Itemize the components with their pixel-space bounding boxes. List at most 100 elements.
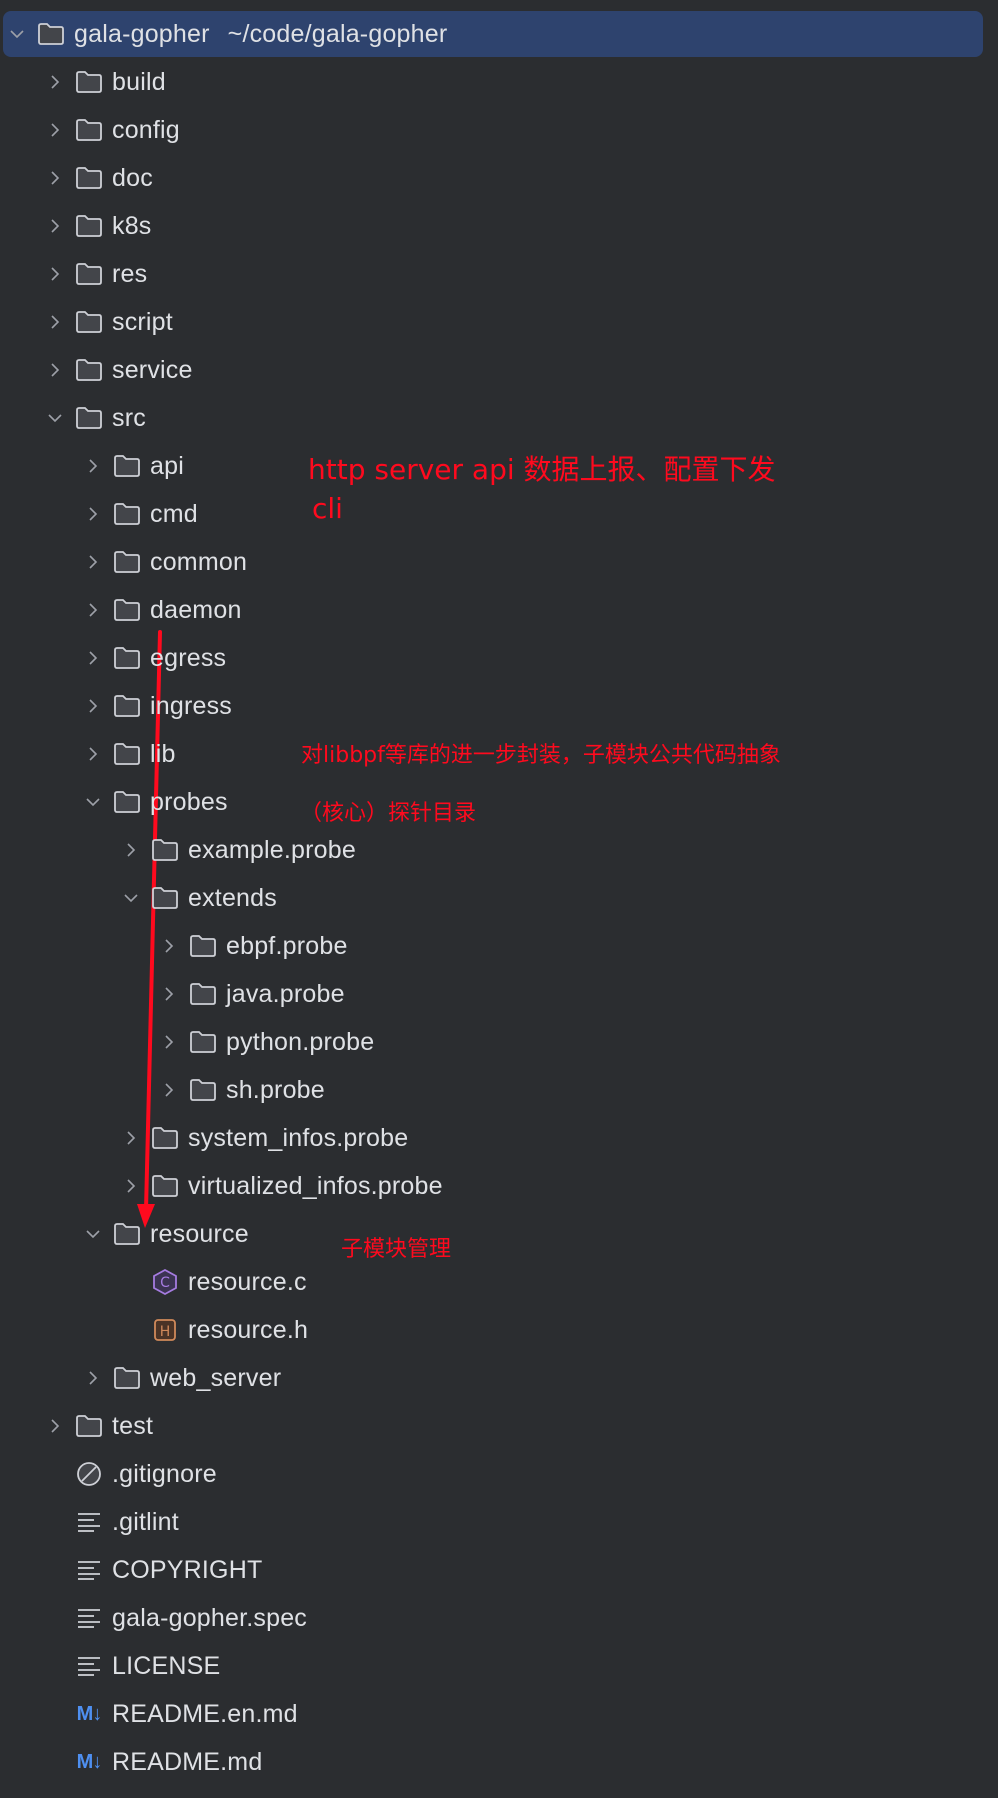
tree-row-readme-en-md[interactable]: M↓README.en.md [0,1690,998,1738]
folder-icon [113,693,141,719]
folder-icon [113,1221,141,1247]
tree-row-service[interactable]: service [0,346,998,394]
tree-row-script[interactable]: script [0,298,998,346]
tree-row-readme-md[interactable]: M↓README.md [0,1738,998,1786]
chevron-right-icon[interactable] [83,600,103,620]
tree-item-label: resource.h [188,1315,309,1344]
chevron-down-icon[interactable] [45,408,65,428]
chevron-right-icon[interactable] [45,216,65,236]
tree-row-res[interactable]: res [0,250,998,298]
tree-row-config[interactable]: config [0,106,998,154]
chevron-right-icon[interactable] [159,936,179,956]
tree-row-ebpf-probe[interactable]: ebpf.probe [0,922,998,970]
folder-icon [75,165,103,191]
tree-row-system-infos-probe[interactable]: system_infos.probe [0,1114,998,1162]
chevron-right-icon[interactable] [121,840,141,860]
chevron-right-icon[interactable] [159,984,179,1004]
folder-icon [113,645,141,671]
tree-item-label: probes [150,787,228,816]
tree-row-python-probe[interactable]: python.probe [0,1018,998,1066]
tree-item-label: res [112,259,148,288]
tree-item-label: sh.probe [226,1075,325,1104]
tree-row-gala-gopher[interactable]: gala-gopher~/code/gala-gopher [0,10,998,58]
chevron-right-icon[interactable] [45,264,65,284]
folder-icon [75,69,103,95]
tree-row-java-probe[interactable]: java.probe [0,970,998,1018]
tree-row-example-probe[interactable]: example.probe [0,826,998,874]
chevron-right-icon[interactable] [45,72,65,92]
chevron-right-icon[interactable] [121,1128,141,1148]
chevron-right-icon[interactable] [83,1368,103,1388]
annotation-probes: （核心）探针目录 [300,801,477,826]
tree-row-common[interactable]: common [0,538,998,586]
tree-row-cmd[interactable]: cmd [0,490,998,538]
tree-row-gala-gopher-spec[interactable]: gala-gopher.spec [0,1594,998,1642]
tree-row--gitlint[interactable]: .gitlint [0,1498,998,1546]
tree-item-label: config [112,115,180,144]
annotation-lib: 对libbpf等库的进一步封装，子模块公共代码抽象 [301,743,781,768]
tree-row-virtualized-infos-probe[interactable]: virtualized_infos.probe [0,1162,998,1210]
text-file-icon [75,1605,103,1631]
tree-row-resource[interactable]: resource [0,1210,998,1258]
annotation-api: http server api 数据上报、配置下发 [308,453,776,486]
folder-icon [75,261,103,287]
folder-icon [75,405,103,431]
tree-item-label: gala-gopher.spec [112,1603,308,1632]
tree-row-probes[interactable]: probes [0,778,998,826]
chevron-right-icon[interactable] [159,1032,179,1052]
folder-icon [189,1029,217,1055]
chevron-down-icon[interactable] [83,792,103,812]
chevron-right-icon[interactable] [83,648,103,668]
tree-row-k8s[interactable]: k8s [0,202,998,250]
tree-row-test[interactable]: test [0,1402,998,1450]
tree-row-lib[interactable]: lib [0,730,998,778]
tree-item-label: virtualized_infos.probe [188,1171,443,1200]
tree-item-label: .gitignore [112,1459,217,1488]
chevron-right-icon[interactable] [45,168,65,188]
folder-icon [189,981,217,1007]
chevron-right-icon[interactable] [45,312,65,332]
chevron-right-icon[interactable] [45,360,65,380]
tree-row-daemon[interactable]: daemon [0,586,998,634]
chevron-right-icon[interactable] [45,1416,65,1436]
tree-row-doc[interactable]: doc [0,154,998,202]
tree-row-extends[interactable]: extends [0,874,998,922]
chevron-right-icon[interactable] [83,696,103,716]
tree-row-copyright[interactable]: COPYRIGHT [0,1546,998,1594]
tree-item-label: egress [150,643,227,672]
chevron-right-icon[interactable] [83,744,103,764]
tree-item-label: doc [112,163,153,192]
tree-item-label: api [150,451,184,480]
tree-row-license[interactable]: LICENSE [0,1642,998,1690]
chevron-down-icon[interactable] [121,888,141,908]
tree-row-api[interactable]: api [0,442,998,490]
tree-item-label: LICENSE [112,1651,221,1680]
tree-row-src[interactable]: src [0,394,998,442]
chevron-down-icon[interactable] [7,24,27,44]
chevron-right-icon[interactable] [45,120,65,140]
tree-row-web-server[interactable]: web_server [0,1354,998,1402]
tree-row-ingress[interactable]: ingress [0,682,998,730]
chevron-right-icon[interactable] [83,552,103,572]
chevron-right-icon[interactable] [121,1176,141,1196]
folder-icon [113,741,141,767]
tree-row-build[interactable]: build [0,58,998,106]
chevron-right-icon[interactable] [159,1080,179,1100]
chevron-right-icon[interactable] [83,504,103,524]
tree-item-label: src [112,403,146,432]
tree-row-egress[interactable]: egress [0,634,998,682]
tree-row--gitignore[interactable]: .gitignore [0,1450,998,1498]
folder-icon [151,1173,179,1199]
project-path: ~/code/gala-gopher [227,19,448,48]
tree-item-label: example.probe [188,835,356,864]
tree-row-sh-probe[interactable]: sh.probe [0,1066,998,1114]
tree-item-label: extends [188,883,277,912]
tree-item-label: lib [150,739,176,768]
text-file-icon [75,1653,103,1679]
chevron-right-icon[interactable] [83,456,103,476]
tree-item-label: resource [150,1219,249,1248]
folder-icon [75,1413,103,1439]
chevron-down-icon[interactable] [83,1224,103,1244]
